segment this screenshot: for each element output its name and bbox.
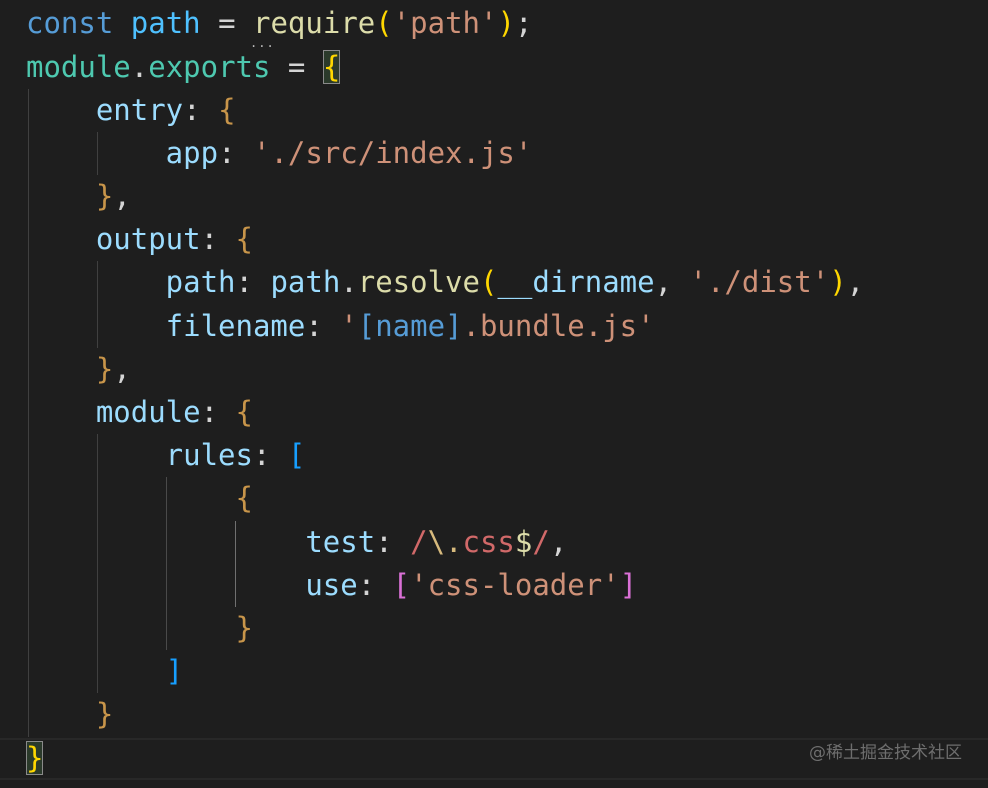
code-token: entry xyxy=(26,93,184,127)
code-token: . xyxy=(340,265,358,299)
code-line[interactable]: test: /\.css$/, xyxy=(26,521,567,564)
code-token: rules xyxy=(26,438,253,472)
code-token: } xyxy=(26,611,253,645)
code-token: './dist' xyxy=(689,265,830,299)
code-token: , xyxy=(113,352,131,386)
code-token: output xyxy=(26,222,201,256)
code-token: : xyxy=(357,568,393,602)
code-token: / xyxy=(532,525,550,559)
code-token: ) xyxy=(497,6,515,40)
code-token: ( xyxy=(479,265,498,299)
code-token: resolve xyxy=(357,265,480,299)
code-line[interactable]: module.exports = { xyxy=(26,46,341,89)
indent-guide xyxy=(97,261,98,348)
code-line[interactable]: path: path.resolve(__dirname, './dist'), xyxy=(26,261,864,304)
code-token: filename xyxy=(26,309,306,343)
code-token: { xyxy=(26,481,253,515)
code-line[interactable]: output: { xyxy=(26,218,253,261)
code-token: . xyxy=(130,50,149,84)
code-token: use xyxy=(26,568,358,602)
code-line[interactable]: use: ['css-loader'] xyxy=(26,564,637,607)
code-token xyxy=(113,6,130,40)
code-line[interactable]: module: { xyxy=(26,391,253,434)
code-token: 'css-loader' xyxy=(410,568,620,602)
code-token: , xyxy=(549,525,568,559)
code-token: .bundle.js' xyxy=(462,309,655,343)
code-token: [ xyxy=(392,568,411,602)
indent-guide xyxy=(97,132,98,175)
code-token: __dirname xyxy=(497,265,655,299)
code-token: css xyxy=(462,525,515,559)
code-token: = xyxy=(200,6,254,40)
code-token: [name] xyxy=(357,309,463,343)
code-token: { xyxy=(235,222,253,256)
code-token: ( xyxy=(375,6,393,40)
code-token: , xyxy=(654,265,690,299)
code-token: , xyxy=(846,265,865,299)
code-token: \. xyxy=(427,525,463,559)
code-token: const xyxy=(26,6,114,40)
indent-guide xyxy=(28,89,29,737)
code-token: 'path' xyxy=(392,6,498,40)
code-token: ; xyxy=(514,6,533,40)
code-token: / xyxy=(410,525,428,559)
suggestion-hint-marker[interactable]: ... xyxy=(250,36,275,50)
code-token: ) xyxy=(829,265,847,299)
code-line[interactable]: filename: '[name].bundle.js' xyxy=(26,305,655,348)
code-token: test xyxy=(26,525,376,559)
code-token: : xyxy=(200,395,236,429)
code-line[interactable]: } xyxy=(26,693,113,736)
code-token: { xyxy=(218,93,236,127)
code-token: } xyxy=(26,179,114,213)
code-token: = xyxy=(270,50,323,84)
code-token: : xyxy=(218,136,253,170)
code-token: path xyxy=(26,265,236,299)
code-token: ' xyxy=(340,309,358,343)
code-token: : xyxy=(183,93,219,127)
code-line[interactable]: const path = require('path'); xyxy=(26,2,532,45)
indent-guide xyxy=(166,477,167,650)
code-token: './src/index.js' xyxy=(252,136,533,170)
code-token: app xyxy=(26,136,219,170)
code-token: : xyxy=(200,222,236,256)
matched-bracket: } xyxy=(26,741,44,775)
code-line[interactable]: { xyxy=(26,477,253,520)
code-token: , xyxy=(113,179,131,213)
watermark-text: @稀土掘金技术社区 xyxy=(809,743,962,763)
code-token: } xyxy=(26,352,114,386)
code-token: module xyxy=(26,395,201,429)
active-indent-guide xyxy=(235,521,236,607)
indent-guide xyxy=(97,434,98,693)
code-line[interactable]: app: './src/index.js' xyxy=(26,132,533,175)
matched-bracket: { xyxy=(322,50,341,84)
code-token: module xyxy=(26,50,131,84)
code-line[interactable]: } xyxy=(26,737,44,780)
code-token: ] xyxy=(26,654,184,688)
code-token: : xyxy=(235,265,271,299)
code-token: : xyxy=(305,309,341,343)
code-token: } xyxy=(26,697,114,731)
current-line-highlight xyxy=(0,738,988,780)
code-token: ] xyxy=(619,568,638,602)
code-line[interactable]: } xyxy=(26,607,253,650)
code-token: exports xyxy=(148,50,271,84)
code-token: { xyxy=(235,395,253,429)
code-token: [ xyxy=(287,438,306,472)
code-line[interactable]: ] xyxy=(26,650,183,693)
code-token: require xyxy=(253,6,376,40)
code-token: : xyxy=(252,438,288,472)
code-line[interactable]: entry: { xyxy=(26,89,236,132)
code-line[interactable]: }, xyxy=(26,175,131,218)
code-line[interactable]: rules: [ xyxy=(26,434,306,477)
code-token: $ xyxy=(514,525,533,559)
code-line[interactable]: }, xyxy=(26,348,131,391)
code-token: : xyxy=(375,525,411,559)
code-token: path xyxy=(270,265,341,299)
code-token: path xyxy=(130,6,201,40)
